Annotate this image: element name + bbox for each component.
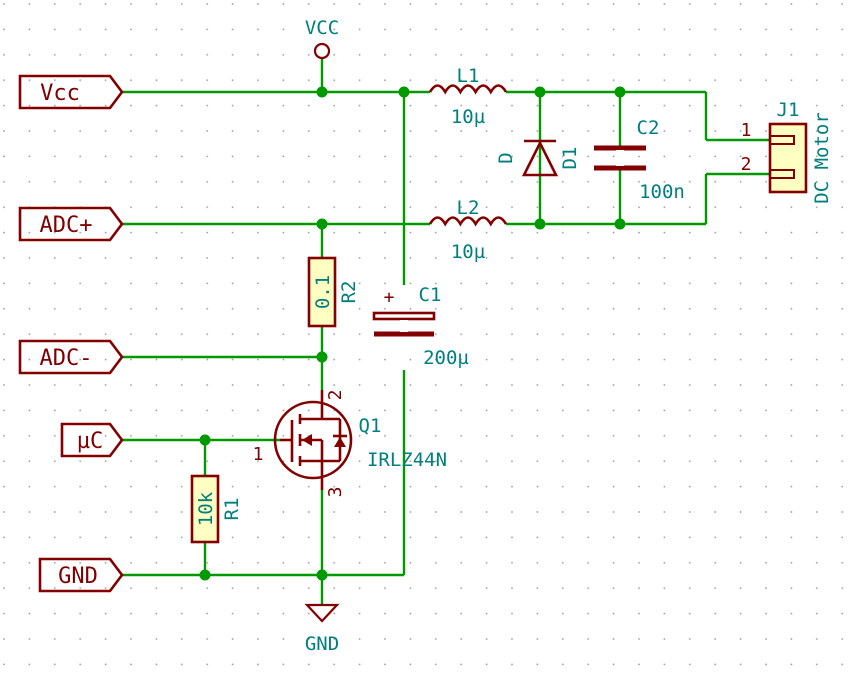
d1-ref: D1 <box>559 147 581 170</box>
q1-pin-source: 3 <box>325 487 346 498</box>
r2-value: 0.1 <box>312 275 334 309</box>
vcc-power-symbol: VCC <box>305 17 339 60</box>
port-uc-label: µC <box>77 429 104 454</box>
c2-ref: C2 <box>637 117 660 139</box>
junction-dots <box>199 86 626 581</box>
connector-j1: 1 2 J1 DC Motor <box>741 99 833 204</box>
inductor-l1: L1 10µ <box>428 65 508 128</box>
port-vcc: Vcc <box>18 74 124 110</box>
j1-pin-2: 2 <box>741 154 752 175</box>
r1-ref: R1 <box>221 498 243 521</box>
diode-d1: D D1 <box>495 139 581 177</box>
gnd-power-label: GND <box>305 633 339 655</box>
port-adc-minus-label: ADC- <box>40 346 93 371</box>
j1-ref: J1 <box>777 99 800 121</box>
c2-value: 100n <box>639 181 685 203</box>
resistor-r2: 0.1 R2 <box>307 256 360 328</box>
port-uc: µC <box>60 422 124 458</box>
capacitor-c2: C2 100n <box>594 117 685 203</box>
port-gnd: GND <box>38 557 124 593</box>
l1-ref: L1 <box>457 65 480 87</box>
q1-value: IRLZ44N <box>367 449 447 471</box>
d1-value: D <box>495 152 517 163</box>
c1-polarity: + <box>384 287 395 308</box>
l2-value: 10µ <box>451 241 485 263</box>
gnd-power-symbol: GND <box>304 603 340 655</box>
j1-pin-1: 1 <box>741 120 752 141</box>
l2-ref: L2 <box>457 197 480 219</box>
c1-value: 200µ <box>423 347 469 369</box>
c1-ref: C1 <box>419 284 442 306</box>
vcc-circle-icon <box>313 42 331 60</box>
port-adc-plus: ADC+ <box>18 206 124 242</box>
port-adc-minus: ADC- <box>18 339 124 375</box>
resistor-r1: 10k R1 <box>190 474 243 544</box>
q1-ref: Q1 <box>359 415 382 437</box>
port-gnd-label: GND <box>58 564 98 589</box>
port-vcc-label: Vcc <box>40 81 80 106</box>
j1-value: DC Motor <box>811 112 833 204</box>
r1-value: 10k <box>195 491 217 526</box>
l1-value: 10µ <box>451 106 485 128</box>
inductor-l2: L2 10µ <box>428 197 508 263</box>
q1-pin-gate: 1 <box>253 444 264 465</box>
vcc-power-label: VCC <box>305 17 339 39</box>
q1-pin-drain: 2 <box>325 390 346 401</box>
r2-ref: R2 <box>338 281 360 304</box>
mosfet-q1: 1 2 3 Q1 IRLZ44N <box>253 390 447 498</box>
port-adc-plus-label: ADC+ <box>40 213 93 238</box>
ground-triangle-icon <box>304 603 340 623</box>
capacitor-c1: + C1 200µ <box>372 284 469 369</box>
